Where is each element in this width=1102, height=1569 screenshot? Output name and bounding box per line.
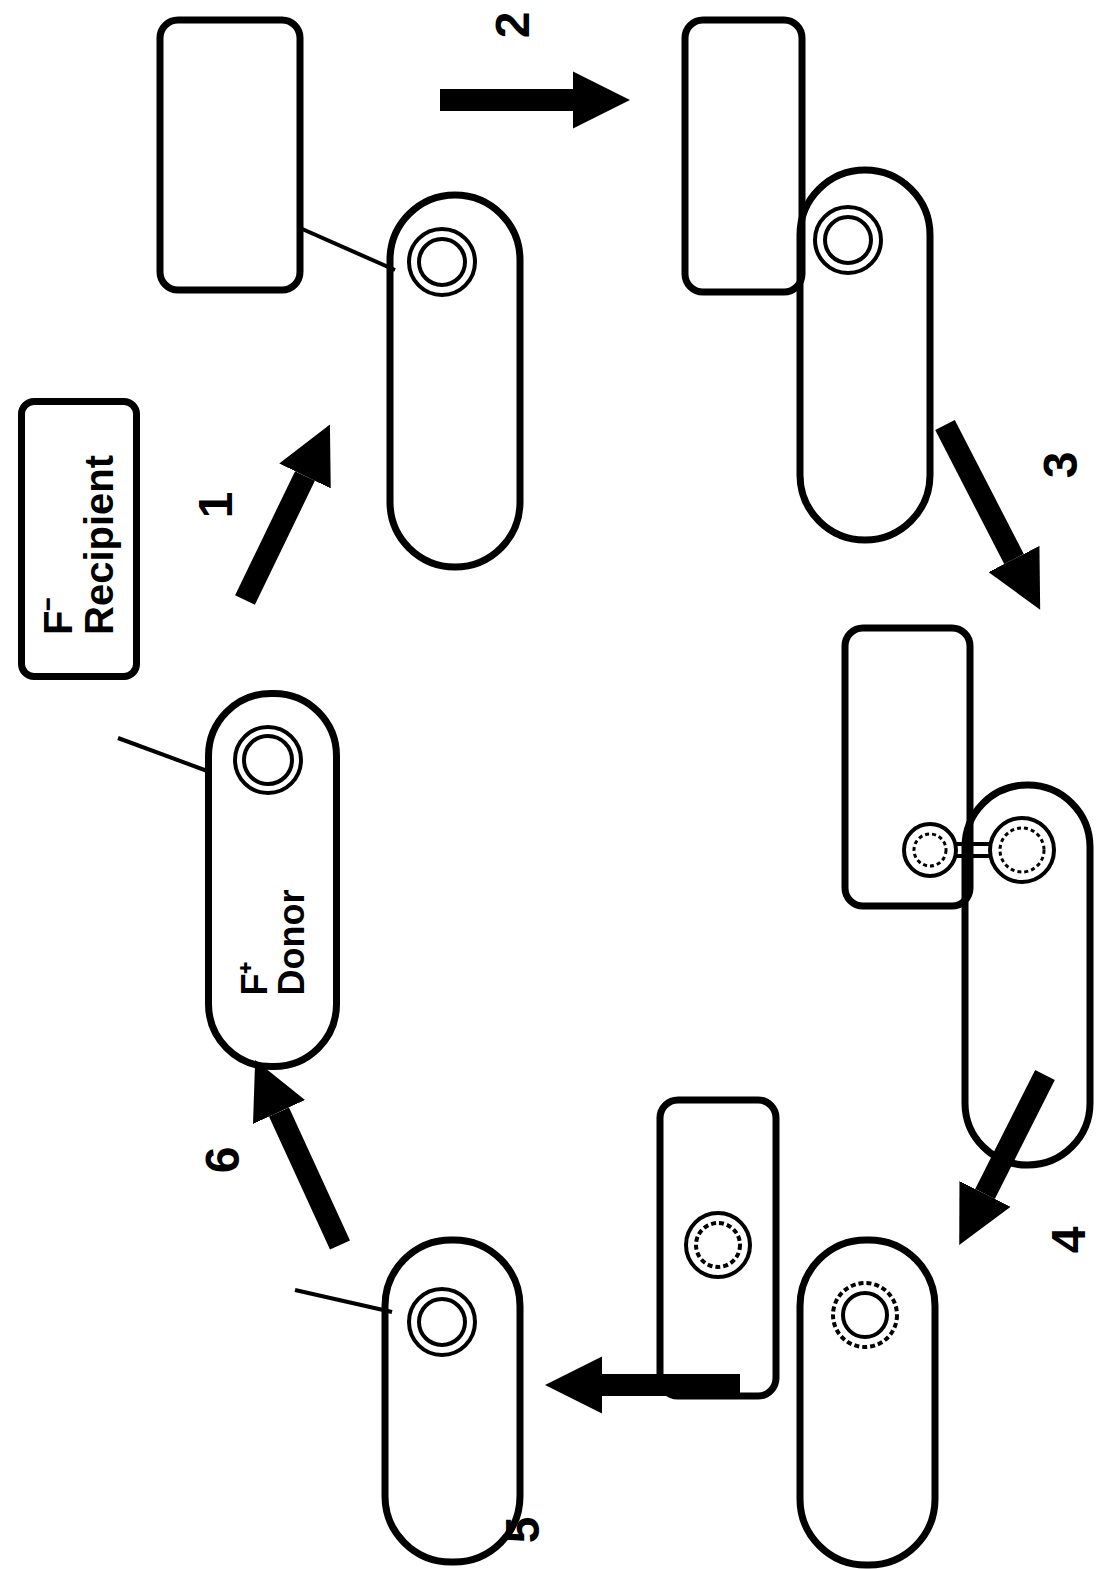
recipient-box: F⁻ Recipient [18,398,140,680]
step-number: 5 [487,1495,557,1565]
pilus [300,228,395,270]
cell-label: F⁻ Recipient [38,430,120,635]
plasmid-outer [990,818,1054,882]
plasmid-inner [825,217,871,263]
step-number: 3 [1025,430,1095,500]
transferred-new-strand [914,834,946,866]
recipient-cell [845,628,970,906]
step-number: 4 [1033,1205,1102,1275]
donor-cell [390,195,520,567]
rotated-text-frame: F⁻ Recipient [25,405,133,673]
plasmid-outer [235,727,301,793]
donor-cell [800,1240,935,1565]
step-arrow [279,1112,340,1245]
plasmid-outer [409,1289,475,1355]
plasmid-outer [686,1213,750,1277]
plasmid-inner [419,239,465,285]
step-number: 6 [187,1125,257,1195]
step-number: 1 [180,470,250,540]
transfer-strand [955,854,991,858]
step-number: 2 [477,0,547,60]
plasmid-inner [244,736,292,784]
plasmid-outer [409,229,475,295]
transfer-strand [955,842,991,846]
recipient-cell [660,1100,776,1396]
new-donor-cell [385,1240,520,1562]
step-arrow [440,89,573,111]
pilus [295,1290,392,1312]
step-arrow [602,1374,740,1396]
plasmid-new-strand [1000,828,1044,872]
donor-cell [800,170,930,540]
rotated-text-frame: F⁺ Donor [212,697,333,1063]
donor-cell: F⁺ Donor [205,690,340,1070]
plasmid-new-strand [696,1223,740,1267]
step-arrow [985,1075,1045,1194]
step-arrow [945,425,1014,559]
pilus [118,738,210,772]
transferred-strand [904,824,956,876]
recipient-cell [685,20,802,292]
recipient-cell [160,20,300,290]
plasmid-new-strand [833,1283,897,1347]
plasmid-inner [419,1299,465,1345]
cell-label: F⁺ Donor [236,880,309,995]
plasmid-inner [843,1293,887,1337]
plasmid-outer [815,207,881,273]
step-arrow [245,476,305,600]
